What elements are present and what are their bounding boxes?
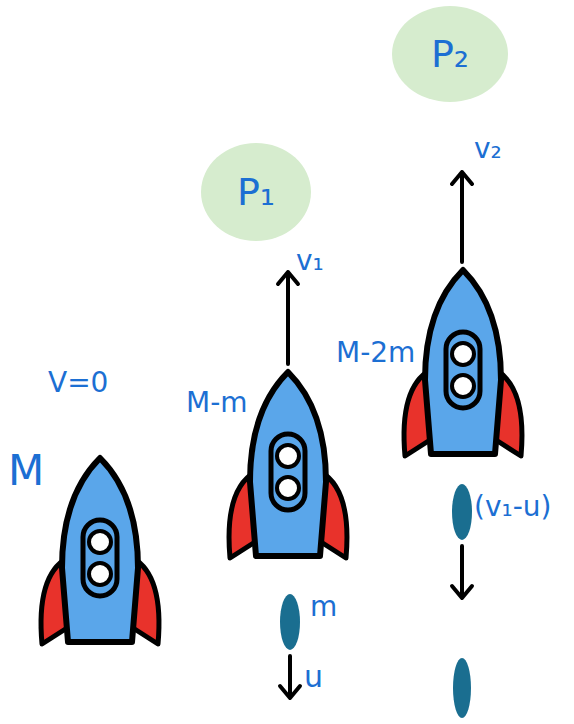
velocity-label: (v₁-u) [474,492,552,523]
mass-label: M-2m [336,338,415,369]
planet-circle: P₁ [200,142,312,242]
exhaust-arrow [452,546,472,598]
velocity-label: V=0 [48,368,108,399]
mass-label: m [310,592,337,623]
planet-fill [201,143,311,241]
rocket [41,458,159,644]
planet-label: P₁ [237,170,275,214]
planet-label: P₂ [431,32,469,76]
exhaust-arrow [280,656,300,698]
planet-fill [392,6,508,102]
rocket [404,270,522,456]
velocity-label: u [304,660,323,693]
ejected-mass [452,484,472,540]
velocity-label: v₁ [296,246,324,277]
velocity-arrow [278,272,298,364]
mass-label: M [8,448,44,494]
planet-circle: P₂ [391,5,509,103]
mass-label: M-m [186,388,248,419]
ejected-mass [280,594,300,650]
velocity-arrow [452,172,472,262]
velocity-label: v₂ [474,134,502,165]
ejected-mass [453,658,471,718]
